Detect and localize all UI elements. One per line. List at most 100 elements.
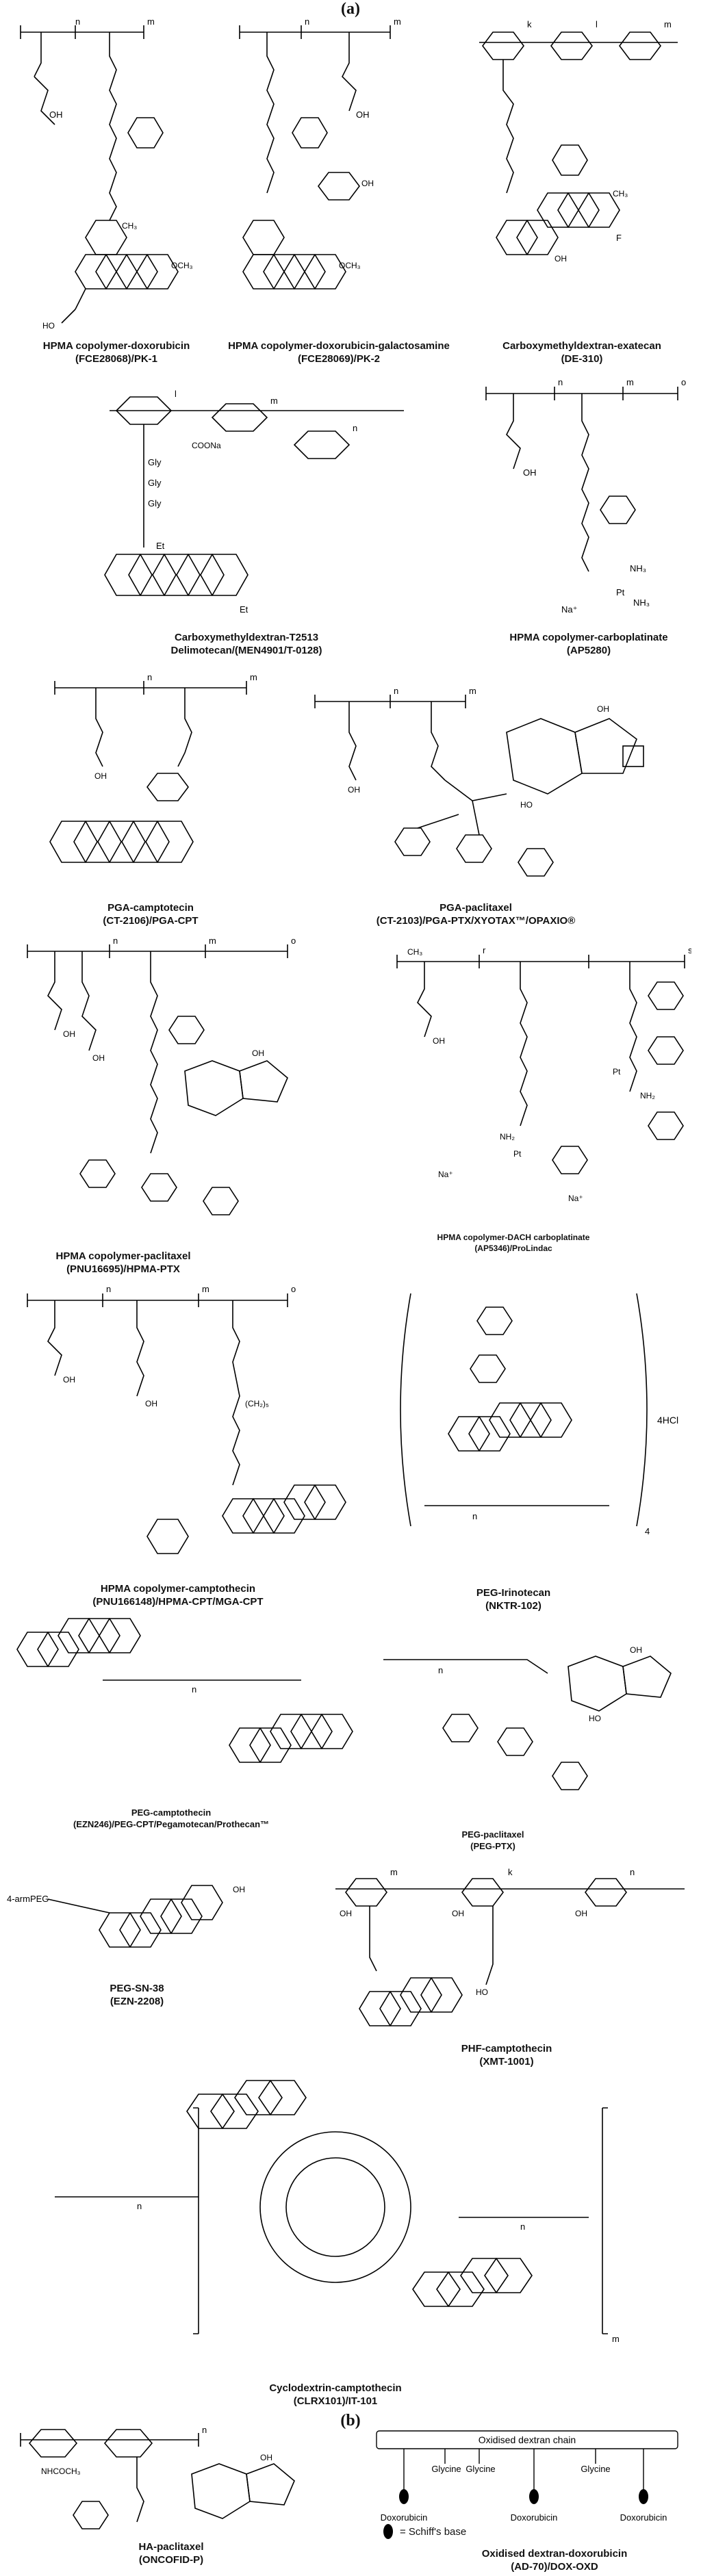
oh-13: OH <box>630 1645 642 1655</box>
och3-1: OCH₃ <box>171 261 193 270</box>
sub-n-16: n <box>137 2201 142 2211</box>
ho-13: HO <box>589 1714 601 1723</box>
caption-10: HPMA copolymer-camptothecin (PNU166148)/… <box>92 1583 264 1608</box>
structure-pga-paclitaxel: n m OH OH HO <box>314 686 644 877</box>
caption-7: PGA-paclitaxel (CT-2103)/PGA-PTX/XYOTAX™… <box>376 902 576 927</box>
ch3-3: CH₃ <box>613 189 628 198</box>
sub-n-1: n <box>75 16 80 27</box>
f-3: F <box>616 233 622 243</box>
ch2-10: (CH₂)₅ <box>245 1399 269 1408</box>
caption-14: PEG-SN-38 (EZN-2208) <box>110 1983 164 2007</box>
structure-hpma-paclitaxel: n m o OH OH OH <box>27 936 296 1215</box>
structure-peg-sn38: 4-armPEG OH <box>7 1885 245 1948</box>
sub-n-10: n <box>106 1284 111 1294</box>
schiff-base-legend: = Schiff's base <box>383 2524 466 2539</box>
caption-2: HPMA copolymer-doxorubicin-galactosamine… <box>228 340 450 365</box>
schiff-base-symbol <box>383 2524 393 2539</box>
na-9b: Na⁺ <box>568 1194 583 1203</box>
sub-k-3: k <box>527 19 532 29</box>
structure-hpma-camptothecin: n m o OH OH (CH₂)₅ <box>27 1284 346 1554</box>
nhcoch3-17: NHCOCH₃ <box>41 2466 81 2476</box>
sub-m-15: m <box>390 1867 398 1877</box>
scheme-oxidised-dextran: Oxidised dextran chain Glycine Glycine G… <box>376 2430 678 2523</box>
caption-8: HPMA copolymer-paclitaxel (PNU16695)/HPM… <box>55 1250 191 1275</box>
sub-4-11: 4 <box>645 1526 650 1536</box>
structure-pga-camptotecin: n m OH <box>49 672 257 863</box>
pt-9a: Pt <box>513 1149 522 1159</box>
caption-6: PGA-camptotecin (CT-2106)/PGA-CPT <box>103 902 199 927</box>
hcl-11: 4HCl <box>657 1415 678 1426</box>
sub-m-6: m <box>250 672 257 682</box>
na-9a: Na⁺ <box>438 1170 453 1179</box>
structure-carboxymethyldextran-exatecan: k l m CH₃ F OH <box>479 19 678 263</box>
nh3-5a: NH₃ <box>630 563 646 574</box>
glycine-1: Glycine <box>431 2464 461 2474</box>
ch3-1: CH₃ <box>122 221 137 231</box>
sub-m-2: m <box>394 16 401 27</box>
oh-3: OH <box>555 254 567 263</box>
och3-2: OCH₃ <box>339 261 361 270</box>
sub-m-5: m <box>626 377 634 387</box>
structure-phf-camptothecin: m k n OH OH OH HO <box>335 1867 685 2026</box>
structure-hpma-carboplatinate: n m o OH NH₃ Pt NH₃ Na⁺ <box>485 377 686 615</box>
structure-hpma-doxorubicin-galactosamine: n m OH OH OCH₃ <box>239 16 401 289</box>
schiff-base-text: = Schiff's base <box>400 2525 467 2538</box>
nh2-9a: NH₂ <box>500 1132 515 1142</box>
gly-4a: Gly <box>148 457 162 467</box>
glycine-3: Glycine <box>581 2464 610 2474</box>
caption-13: PEG-paclitaxel (PEG-PTX) <box>461 1829 524 1851</box>
sub-n-5: n <box>558 377 563 387</box>
oh-15c: OH <box>575 1909 587 1918</box>
sub-m-7: m <box>469 686 476 696</box>
oh-9: OH <box>433 1036 445 1046</box>
sub-n-17: n <box>202 2425 207 2435</box>
sub-o-10: o <box>291 1284 296 1294</box>
sub-l-3: l <box>596 19 598 29</box>
caption-5: HPMA copolymer-carboplatinate (AP5280) <box>509 632 668 656</box>
et-4a: Et <box>156 541 165 551</box>
pt-9b: Pt <box>613 1067 621 1077</box>
oh-1: OH <box>49 110 63 120</box>
oh-8b: OH <box>92 1053 105 1063</box>
gly-4b: Gly <box>148 478 162 488</box>
caption-15: PHF-camptothecin (XMT-1001) <box>461 2043 552 2068</box>
oh-8a: OH <box>63 1029 75 1039</box>
gly-4c: Gly <box>148 498 162 508</box>
drug-1: Doxorubicin <box>381 2512 428 2523</box>
panel-label-b: (b) <box>340 2412 361 2430</box>
sub-n-11: n <box>472 1511 477 1521</box>
structure-hpma-dach-carboplatinate: r s CH₃ OH NH₂ Pt Pt NH₂ Na⁺ Na⁺ <box>396 945 691 1203</box>
sub-m-4: m <box>270 396 278 406</box>
structure-peg-camptothecin: n <box>16 1618 353 1763</box>
oh-2: OH <box>356 110 370 120</box>
pt-5: Pt <box>616 587 625 597</box>
coona-4: COONa <box>192 441 221 450</box>
sub-m-10: m <box>202 1284 209 1294</box>
sub-s-9: s <box>688 945 691 955</box>
sub-l-4: l <box>175 389 177 399</box>
caption-18: Oxidised dextran-doxorubicin (AD-70)/DOX… <box>481 2548 628 2573</box>
ho-1: HO <box>42 321 55 331</box>
sub-k-15: k <box>508 1867 513 1877</box>
structure-ha-paclitaxel: n NHCOCH₃ OH <box>20 2425 295 2529</box>
oh-10b: OH <box>145 1399 157 1408</box>
oh-5: OH <box>523 467 537 478</box>
caption-11: PEG-Irinotecan (NKTR-102) <box>476 1587 551 1612</box>
structure-peg-irinotecan: 4HCl 4 n <box>400 1293 678 1536</box>
sub-n-7: n <box>394 686 398 696</box>
caption-4: Carboxymethyldextran-T2513 Delimotecan/(… <box>170 632 322 656</box>
sub-n-4: n <box>353 423 357 433</box>
caption-12: PEG-camptothecin (EZN246)/PEG-CPT/Pegamo… <box>73 1807 270 1829</box>
sub-n-15: n <box>630 1867 635 1877</box>
oh-14: OH <box>233 1885 245 1894</box>
oh-2b: OH <box>361 179 374 188</box>
oh-17: OH <box>260 2453 272 2462</box>
oh-7: OH <box>348 785 360 795</box>
nh2-9b: NH₂ <box>640 1091 655 1100</box>
sub-m-8: m <box>209 936 216 946</box>
sub-m-16: m <box>612 2334 620 2344</box>
oh-15b: OH <box>452 1909 464 1918</box>
dextran-chain-label: Oxidised dextran chain <box>479 2434 576 2445</box>
sub-n-8: n <box>113 936 118 946</box>
caption-16: Cyclodextrin-camptothecin (CLRX101)/IT-1… <box>269 2382 402 2407</box>
